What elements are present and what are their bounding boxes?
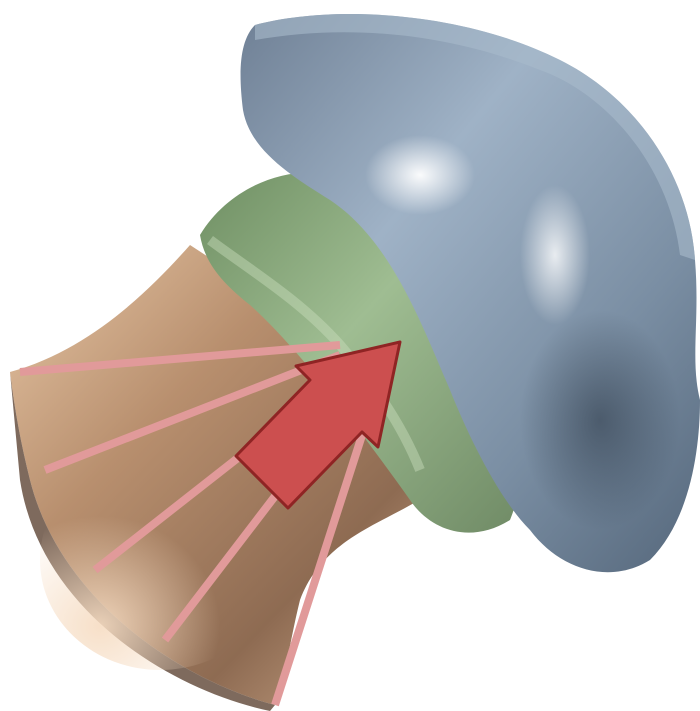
- illustration-canvas: [0, 0, 700, 711]
